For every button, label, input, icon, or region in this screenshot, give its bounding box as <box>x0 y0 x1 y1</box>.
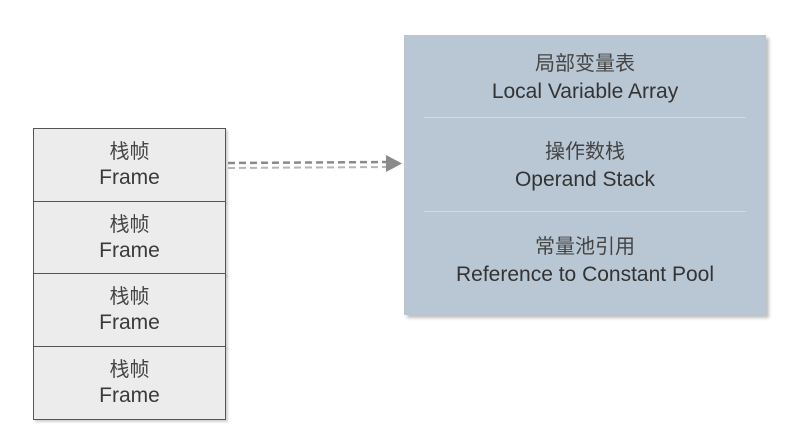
arrow-head <box>386 155 402 172</box>
section-label-cn: 操作数栈 <box>545 139 625 163</box>
frame-detail-panel: 局部变量表 Local Variable Array 操作数栈 Operand … <box>404 35 766 315</box>
stack-frame-2: 栈帧 Frame <box>33 200 226 275</box>
section-label-cn: 局部变量表 <box>535 51 635 75</box>
stack-frame-3: 栈帧 Frame <box>33 273 226 347</box>
section-label-en: Local Variable Array <box>491 80 679 103</box>
frame-label-en: Frame <box>99 166 160 189</box>
dashed-arrow <box>227 155 402 172</box>
stack-frame-4: 栈帧 Frame <box>33 345 226 420</box>
section-divider <box>424 117 746 118</box>
frame-label-en: Frame <box>99 238 160 262</box>
frame-label-cn: 栈帧 <box>109 284 150 308</box>
stack-frame-1: 栈帧 Frame <box>33 128 226 202</box>
frame-label-cn: 栈帧 <box>109 211 150 236</box>
frame-label-en: Frame <box>99 311 160 334</box>
local-variable-array-section: 局部变量表 Local Variable Array <box>404 51 766 105</box>
section-label-en: Reference to Constant Pool <box>456 263 714 286</box>
section-label-en: Operand Stack <box>514 168 656 191</box>
section-label-cn: 常量池引用 <box>535 234 635 258</box>
constant-pool-reference-section: 常量池引用 Reference to Constant Pool <box>404 234 766 288</box>
arrow-line <box>227 160 391 165</box>
frame-label-en: Frame <box>99 383 160 407</box>
section-divider <box>424 211 746 212</box>
frame-label-cn: 栈帧 <box>109 139 150 163</box>
stack-frames: 栈帧 Frame 栈帧 Frame 栈帧 Frame 栈帧 Frame <box>33 128 226 420</box>
frame-label-cn: 栈帧 <box>109 356 150 381</box>
operand-stack-section: 操作数栈 Operand Stack <box>404 139 766 193</box>
arrow-line-shadow <box>227 166 391 169</box>
